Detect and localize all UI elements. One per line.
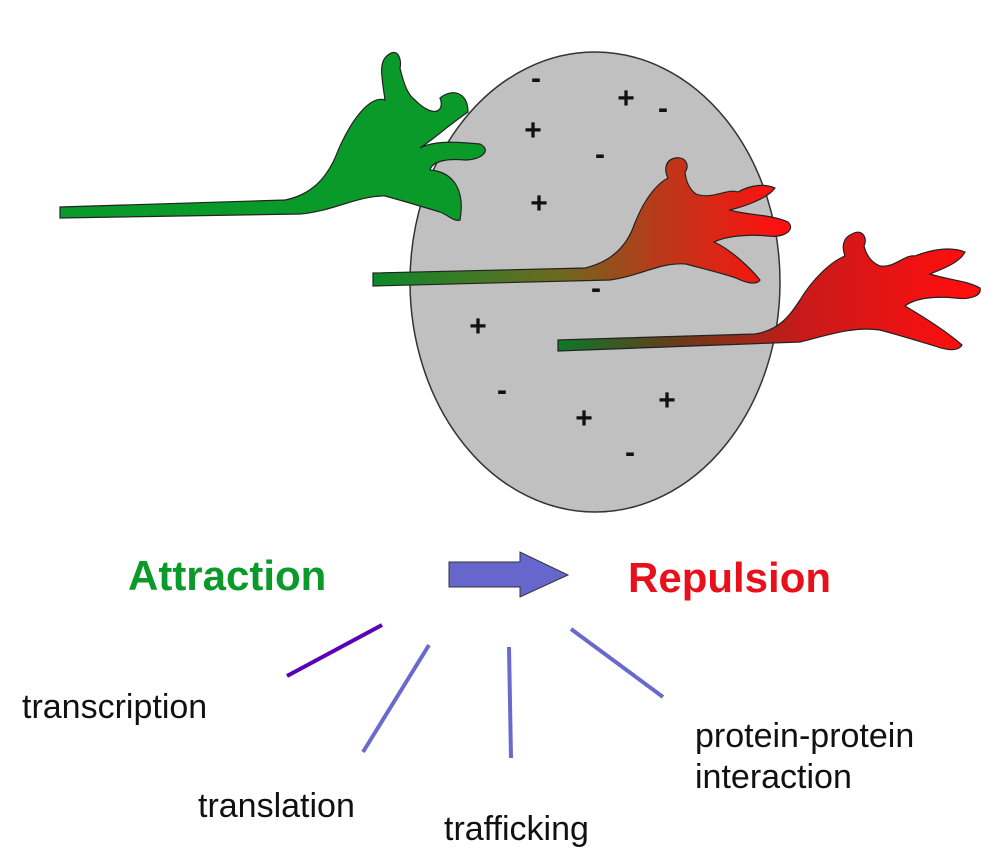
growth-cone-transitional: [372, 157, 792, 287]
mechanism-translation: translation: [198, 787, 355, 825]
connector-transcription: [286, 623, 383, 678]
charge-sign: +: [658, 384, 676, 417]
mechanism-protein-line2: interaction: [695, 758, 852, 796]
charge-sign: +: [469, 310, 487, 343]
charge-sign: +: [617, 82, 635, 115]
charge-signs: - + - + - + - + - + + -: [469, 62, 676, 469]
charge-sign: -: [531, 62, 541, 95]
charge-sign: -: [497, 374, 507, 407]
connector-protein-interaction: [569, 627, 665, 699]
attraction-label: Attraction: [128, 552, 326, 599]
charge-sign: -: [591, 272, 601, 305]
charge-sign: +: [524, 114, 542, 147]
charge-sign: +: [530, 187, 548, 220]
charge-sign: -: [658, 92, 668, 125]
right-arrow-icon: [448, 551, 570, 598]
connector-translation: [361, 643, 431, 754]
growth-cone-attraction: [59, 51, 486, 221]
mechanism-trafficking: trafficking: [444, 810, 589, 848]
growth-cone-repulsion: [557, 231, 981, 352]
repulsion-label: Repulsion: [628, 554, 831, 601]
mechanism-protein-line1: protein-protein: [695, 717, 914, 755]
charge-sign: -: [595, 138, 605, 171]
mechanism-transcription: transcription: [22, 688, 207, 726]
connector-trafficking: [507, 646, 513, 759]
charge-sign: +: [575, 402, 593, 435]
charge-sign: -: [625, 436, 635, 469]
